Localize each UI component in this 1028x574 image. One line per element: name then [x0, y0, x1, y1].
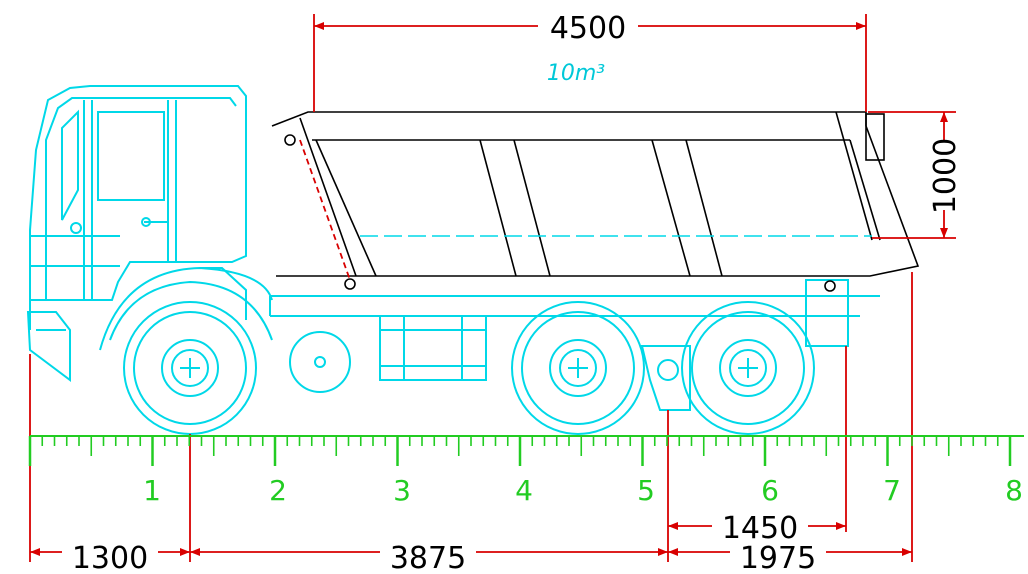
scale-label: 1 — [143, 474, 161, 507]
scale-label: 5 — [637, 474, 655, 507]
scale-label: 3 — [393, 474, 411, 507]
rear-wheel-2 — [681, 301, 815, 435]
rear-wheel-1 — [511, 301, 645, 435]
arrowheads — [30, 22, 948, 556]
hinge — [824, 280, 836, 292]
dim-1975: 1975 — [740, 541, 816, 574]
wheels — [123, 301, 815, 435]
dim-1300: 1300 — [72, 541, 148, 574]
fuel-tank — [379, 315, 487, 381]
dim-1000: 1000 — [928, 138, 963, 214]
dump-body — [271, 111, 920, 292]
dim-4500: 4500 — [550, 11, 626, 46]
dim-3875: 3875 — [390, 541, 466, 574]
volume-label: 10m³ — [547, 61, 605, 86]
hinge — [284, 134, 296, 146]
front-wheel — [123, 301, 257, 435]
hinge — [344, 278, 356, 290]
scale-label: 8 — [1005, 474, 1023, 507]
tail-light — [805, 279, 849, 347]
dimension-lines — [29, 14, 956, 562]
scale-label: 7 — [883, 474, 901, 507]
bumper — [26, 311, 71, 382]
scale-ruler — [28, 435, 1024, 466]
mirror — [61, 109, 79, 221]
scale-label: 4 — [515, 474, 533, 507]
cab-window — [97, 111, 165, 201]
labels: 4500 10m³ 1000 1450 1300 3875 1975 1 2 3… — [62, 10, 1023, 574]
differential — [640, 345, 691, 411]
cab — [26, 85, 273, 382]
tailgate-latch — [865, 113, 885, 161]
door-handle — [70, 222, 82, 234]
scale-label: 6 — [761, 474, 779, 507]
scale-label: 2 — [269, 474, 287, 507]
chassis — [269, 279, 880, 411]
spare-wheel — [289, 331, 351, 393]
